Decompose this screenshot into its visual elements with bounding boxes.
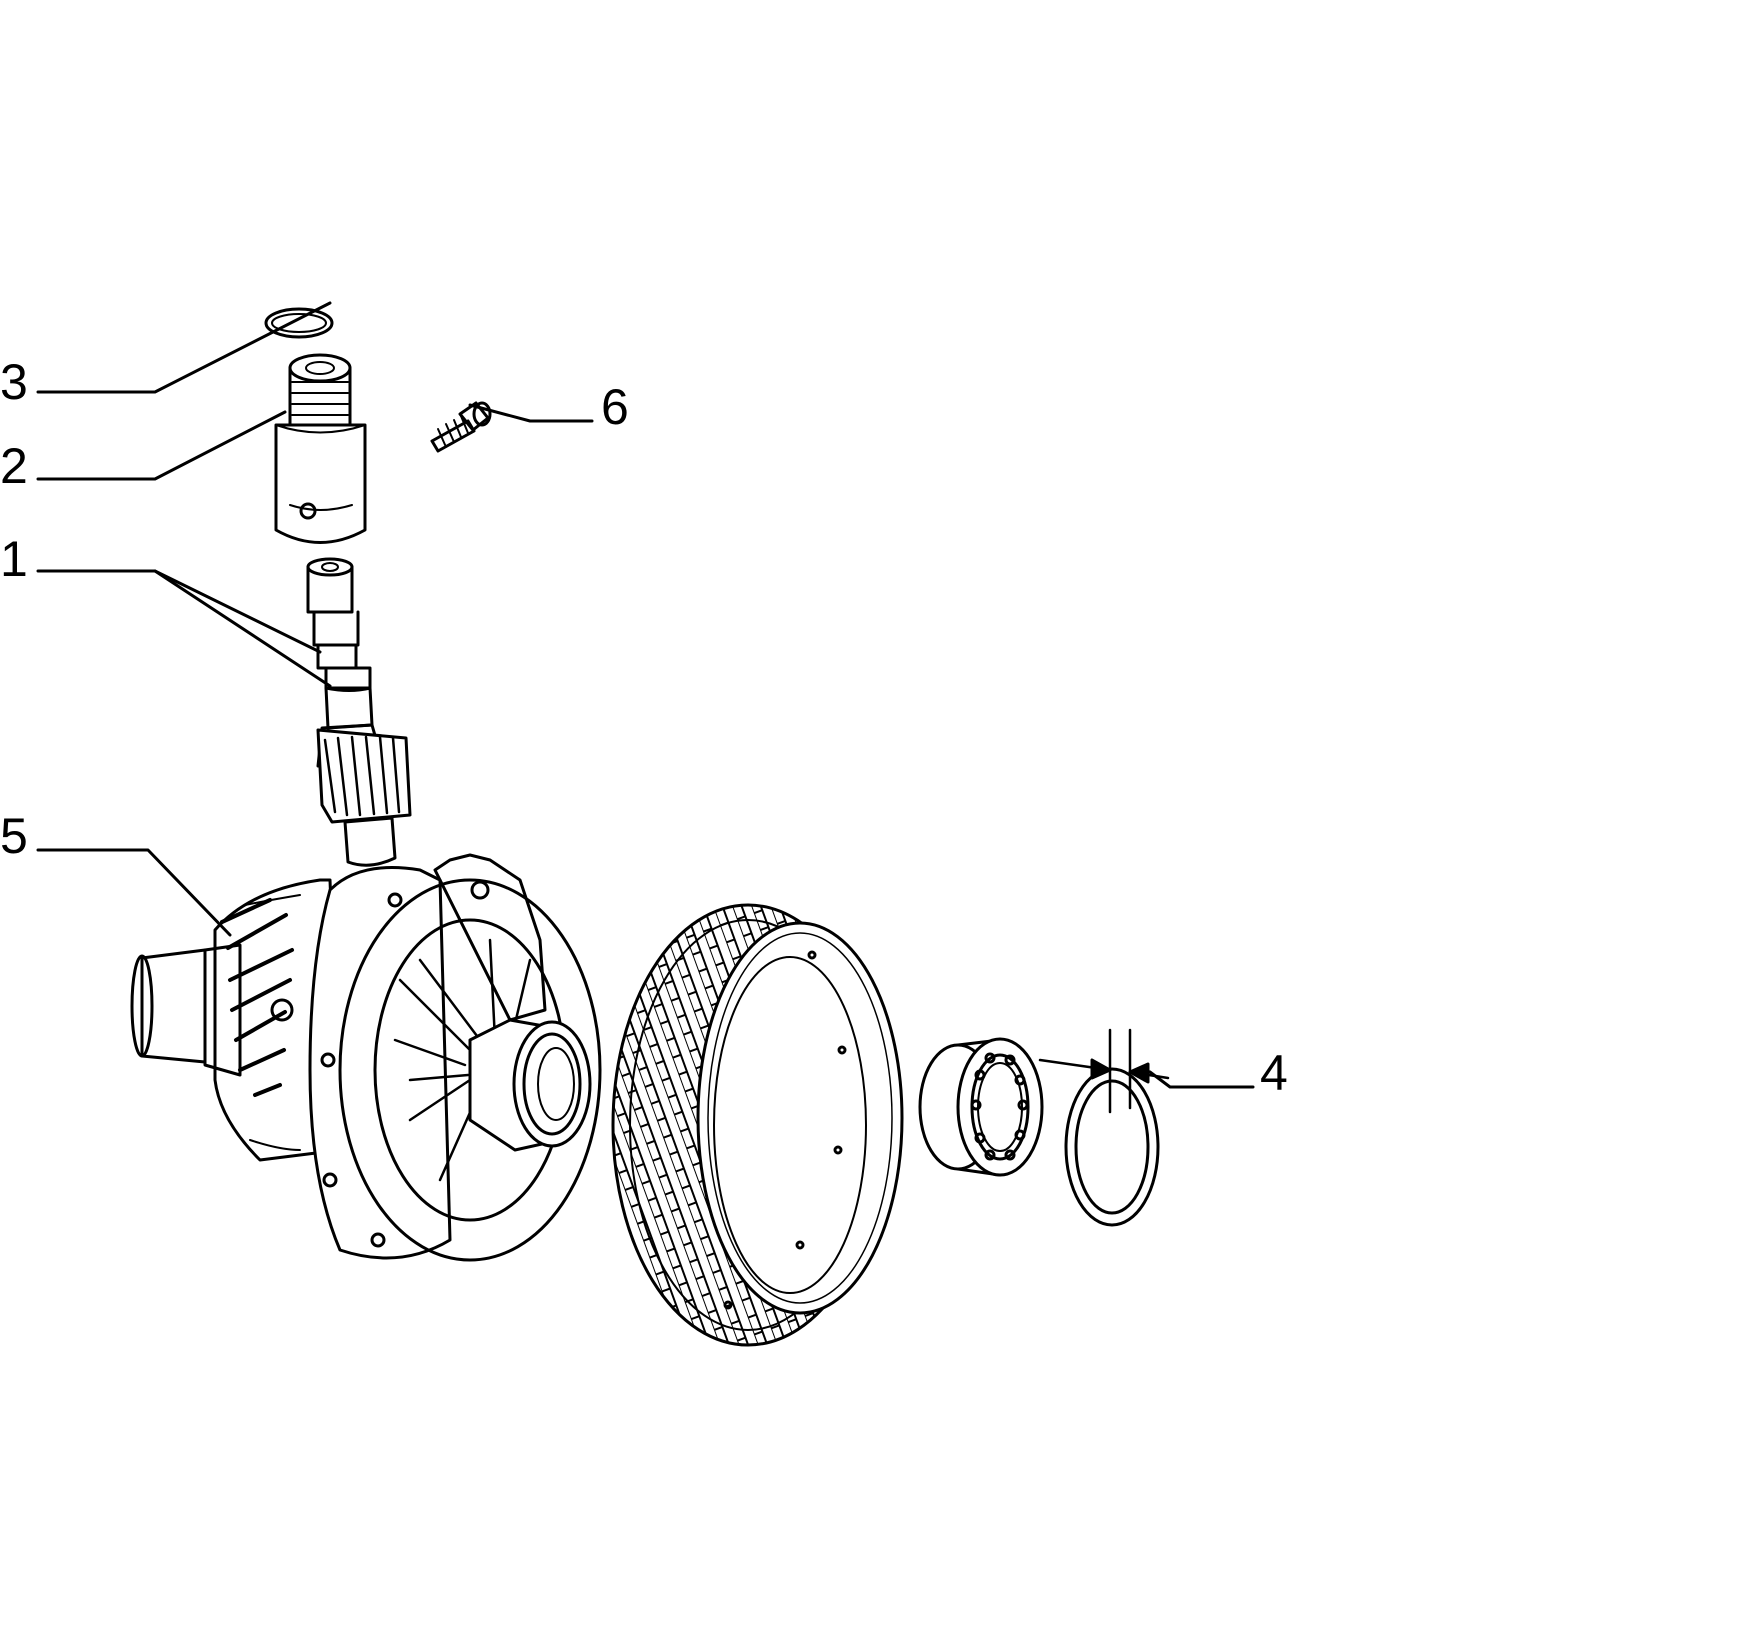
- leader-line-1b: [153, 569, 332, 688]
- callout-label-6: 6: [601, 379, 629, 435]
- leader-line-2: [36, 410, 287, 481]
- callout-label-2: 2: [0, 438, 28, 494]
- callout-label-1: 1: [0, 531, 28, 587]
- differential-case-part-5: [130, 853, 602, 1262]
- callout-label-4: 4: [1260, 1045, 1288, 1101]
- callout-label-3: 3: [0, 354, 28, 410]
- crown-wheel-gear: [611, 903, 904, 1347]
- o-ring-part-3: [264, 307, 334, 339]
- leader-line-1: [36, 569, 322, 654]
- pinion-part-1: [306, 557, 412, 867]
- leader-line-3: [36, 301, 332, 394]
- callout-label-5: 5: [0, 808, 28, 864]
- leader-line-5: [36, 848, 232, 937]
- screw-part-6: [430, 401, 492, 453]
- shim-part-4: [1038, 1028, 1170, 1227]
- sleeve-part-2: [274, 353, 367, 544]
- leader-line-4: [1148, 1070, 1255, 1089]
- bearing: [918, 1037, 1044, 1177]
